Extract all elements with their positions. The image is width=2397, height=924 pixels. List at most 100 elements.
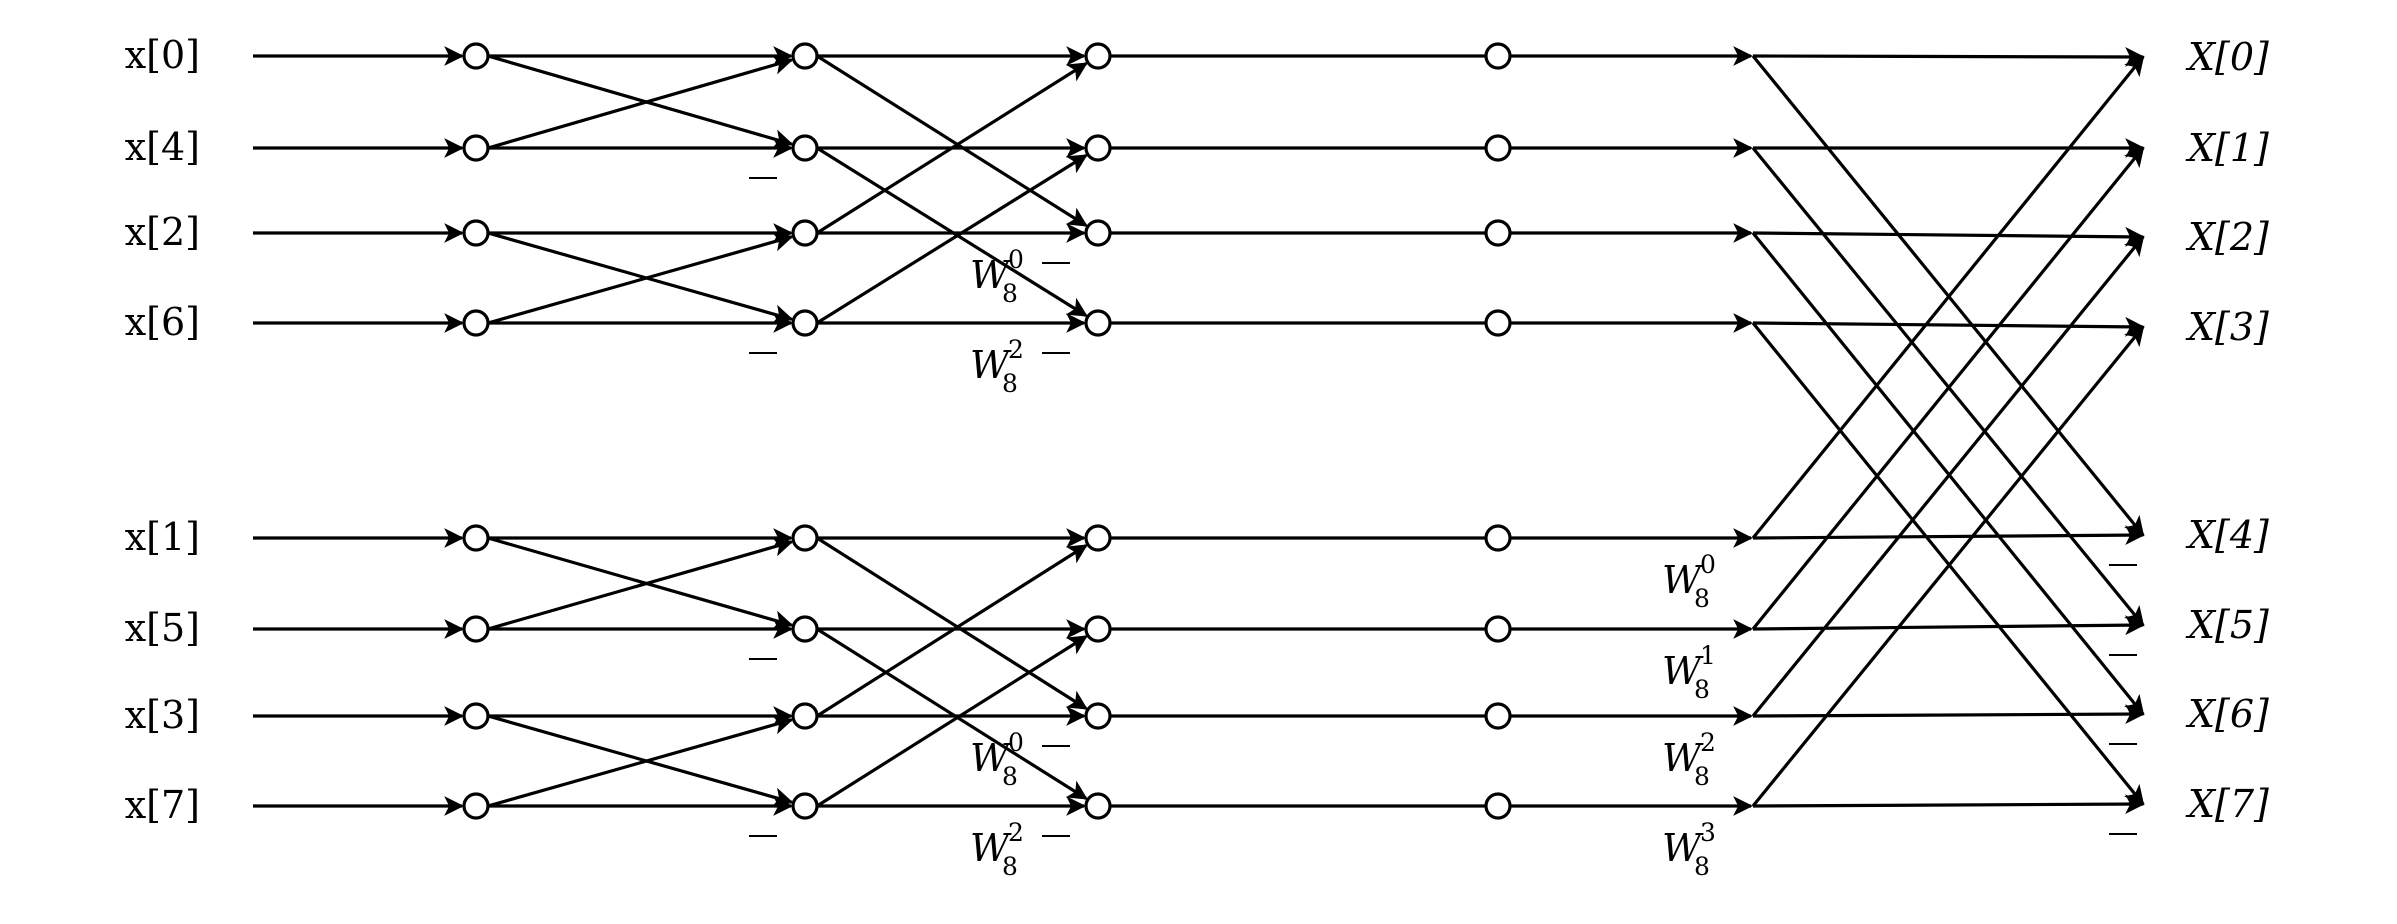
butterfly-node — [1084, 309, 1112, 337]
butterfly-node — [1084, 615, 1112, 643]
twiddle-base: W — [1662, 826, 1704, 870]
butterfly-node — [1484, 615, 1512, 643]
output-label: X[4] — [2185, 513, 2269, 557]
output-label: X[3] — [2185, 305, 2269, 349]
output-cross-edge — [1751, 146, 2145, 631]
twiddle-base: W — [1662, 558, 1704, 602]
cross-edge — [487, 232, 794, 325]
output-cross-edge — [1751, 325, 2145, 808]
twiddle-subscript: 8 — [1694, 675, 1710, 704]
input-label: x[5] — [125, 606, 200, 650]
butterfly-node — [1084, 702, 1112, 730]
butterfly-node — [791, 309, 819, 337]
labels-layer: x[0]x[4]x[2]x[6]x[1]x[5]x[3]x[7]W08W28W0… — [125, 33, 2269, 881]
output-edge — [1752, 615, 2145, 636]
twiddle-subscript: 8 — [1694, 852, 1710, 881]
twiddle-factor-label: W0 8 — [970, 728, 1024, 791]
output-cross-edge — [1751, 55, 2145, 540]
twiddle-subscript: 8 — [1694, 762, 1710, 791]
output-label: X[5] — [2185, 603, 2269, 647]
butterfly-node — [462, 134, 490, 162]
twiddle-exponent: 2 — [1700, 728, 1716, 757]
twiddle-exponent: 0 — [1008, 728, 1024, 757]
twiddle-subscript: 8 — [1002, 762, 1018, 791]
cross-edge — [487, 714, 794, 807]
butterfly-node — [462, 615, 490, 643]
output-edge — [1752, 47, 2145, 67]
input-label: x[3] — [125, 693, 200, 737]
butterfly-node — [791, 134, 819, 162]
cross-edge — [816, 154, 1088, 325]
twiddle-subscript: 8 — [1694, 584, 1710, 613]
twiddle-subscript: 8 — [1002, 369, 1018, 398]
cross-edge — [487, 55, 794, 150]
output-edge — [1752, 704, 2145, 724]
twiddle-factor-label: W08 — [1662, 550, 1716, 613]
butterfly-node — [462, 309, 490, 337]
output-label: X[0] — [2185, 35, 2269, 79]
butterfly-node — [1084, 524, 1112, 552]
nodes-layer — [462, 42, 1512, 820]
butterfly-node — [1084, 792, 1112, 820]
twiddle-factor-label: W28 — [970, 818, 1024, 881]
output-cross-edge — [1751, 235, 2145, 718]
butterfly-node — [462, 219, 490, 247]
twiddle-factor-label: W1 8 — [1662, 641, 1716, 704]
input-label: x[2] — [125, 210, 200, 254]
cross-edge — [487, 537, 794, 631]
cross-edge — [816, 635, 1088, 808]
output-label: X[2] — [2185, 215, 2269, 259]
cross-edge — [816, 54, 1088, 227]
butterfly-node — [791, 524, 819, 552]
cross-edge — [487, 54, 794, 149]
twiddle-factor-label: W38 — [1662, 818, 1716, 881]
butterfly-node — [1484, 134, 1512, 162]
cross-edge — [816, 627, 1088, 800]
twiddle-factor-label: W2 8 — [970, 335, 1024, 398]
output-edge — [1752, 226, 2145, 247]
output-edge — [1752, 316, 2145, 337]
butterfly-node — [462, 524, 490, 552]
cross-edge — [816, 62, 1088, 235]
output-label: X[7] — [2185, 782, 2269, 826]
output-cross-edge — [1751, 231, 2145, 716]
butterfly-node — [791, 42, 819, 70]
output-cross-edge — [1751, 321, 2145, 806]
butterfly-node — [1084, 134, 1112, 162]
twiddle-exponent: 1 — [1700, 641, 1716, 670]
butterfly-node — [1484, 309, 1512, 337]
butterfly-node — [462, 792, 490, 820]
butterfly-node — [1484, 42, 1512, 70]
butterfly-node — [791, 615, 819, 643]
input-label: x[1] — [125, 515, 200, 559]
cross-edge — [816, 544, 1088, 718]
twiddle-base: W — [970, 343, 1012, 387]
butterfly-node — [462, 702, 490, 730]
butterfly-node — [1484, 219, 1512, 247]
twiddle-exponent: 2 — [1008, 335, 1024, 364]
butterfly-node — [1484, 702, 1512, 730]
twiddle-base: W — [970, 736, 1012, 780]
input-label: x[4] — [125, 125, 200, 169]
output-edge — [1752, 525, 2145, 546]
cross-edge — [487, 231, 794, 324]
twiddle-subscript: 8 — [1002, 279, 1018, 308]
cross-edge — [816, 536, 1088, 710]
butterfly-node — [462, 42, 490, 70]
butterfly-node — [1084, 42, 1112, 70]
twiddle-base: W — [1662, 649, 1704, 693]
twiddle-factor-label: W2 8 — [1662, 728, 1716, 791]
input-label: x[0] — [125, 33, 200, 77]
wires-layer — [253, 46, 2145, 816]
butterfly-node — [1084, 219, 1112, 247]
twiddle-exponent: 2 — [1008, 818, 1024, 847]
input-label: x[7] — [125, 783, 200, 827]
butterfly-node — [1484, 792, 1512, 820]
butterfly-node — [791, 792, 819, 820]
output-label: X[1] — [2185, 126, 2269, 170]
twiddle-factor-label: W08 — [970, 245, 1024, 308]
cross-edge — [487, 536, 794, 630]
twiddle-base: W — [1662, 736, 1704, 780]
twiddle-base: W — [970, 826, 1012, 870]
